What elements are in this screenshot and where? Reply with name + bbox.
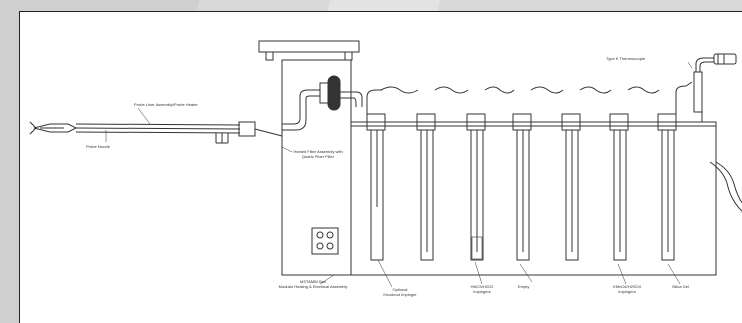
impinger-7 [627,86,677,261]
label-impinger-6: KMnO4/H2SO4 Impingers [613,284,641,294]
leader-lines [105,61,693,288]
impingers [366,86,677,261]
label-impinger-5: Empty [518,284,530,289]
label-probe-heater: Probe Liner Assembly/Probe Heater [134,102,198,107]
filter-box [281,59,363,276]
label-silica-gel: Silica Gel [672,284,689,289]
impinger-3 [434,86,486,261]
label-impinger-3: HNO3/H2O2 Impingers [470,284,494,294]
impinger-6 [579,86,629,261]
label-filter-assembly: Heated Filter Assembly with Quartz Fiber… [293,149,343,159]
label-heating-box: MSTAMBI Box Modular Heating & Electrical… [278,279,348,289]
diagram-sheet: Type K Thermocouple Probe Liner Assembly… [19,11,742,323]
impinger-2 [380,86,436,261]
impinger-1 [366,89,386,261]
probe-line [75,123,241,134]
sampling-train-drawing [29,40,742,288]
probe-nozzle [29,121,78,135]
label-probe-nozzle: Probe Nozzle [86,144,111,149]
mounting-bracket [258,40,360,61]
ice-bath [350,121,717,276]
probe-connector [215,121,283,144]
outlet-thermocouple [675,53,737,122]
control-panel [311,227,339,255]
impinger-5 [530,86,581,261]
umbilical-line [709,161,742,212]
impinger-4 [484,86,532,261]
label-thermocouple: Type K Thermocouple [606,56,646,61]
label-impinger-1: Optional Knockout Impinger [383,287,417,297]
